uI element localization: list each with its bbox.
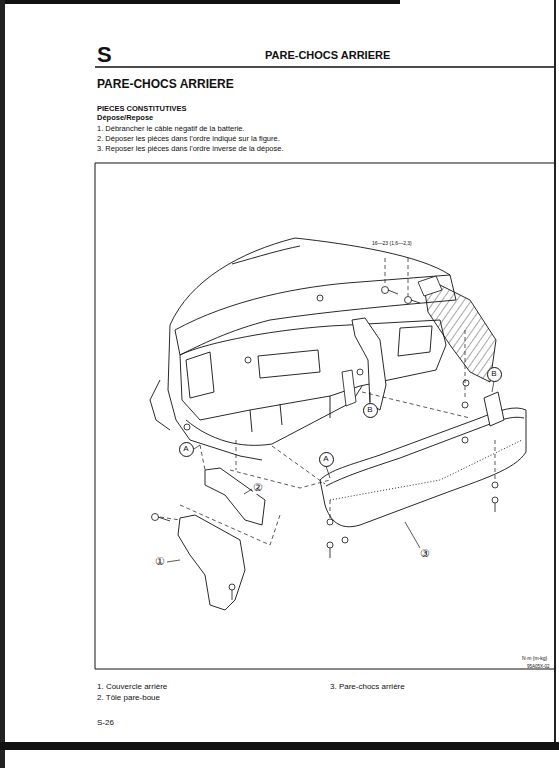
instruction-step: 3. Reposer les pièces dans l'ordre inver… — [97, 145, 284, 154]
leader-line — [167, 381, 494, 562]
reference-letter: B — [491, 370, 496, 378]
page-title: PARE-CHOCS ARRIERE — [97, 78, 234, 92]
splash-shield — [205, 468, 265, 525]
reference-circle: A — [319, 452, 334, 467]
figure-code: 95A05X-02 — [527, 664, 550, 669]
fastener — [152, 287, 499, 601]
car-body — [150, 238, 456, 460]
header-rule — [95, 66, 554, 68]
page-number: S-26 — [97, 718, 114, 727]
sub-heading: Dépose/Repose — [97, 114, 153, 123]
reference-letter: A — [323, 455, 328, 463]
rear-bumper — [320, 392, 526, 527]
clip — [418, 276, 442, 296]
part-name: 3. Pare-chocs arrière — [330, 682, 405, 691]
torque-spec: 16—23 {1,6—2,3} — [372, 241, 412, 247]
scan-edge — [0, 0, 5, 768]
part-name: 1. Couvercle arrière — [97, 682, 167, 691]
reference-circle: B — [363, 403, 378, 418]
callout-number: ② — [253, 481, 263, 494]
assembly-line — [160, 258, 495, 545]
reference-circle: A — [179, 442, 194, 457]
scan-edge — [0, 742, 559, 750]
instruction-step: 2. Déposer les pièces dans l'ordre indiq… — [97, 135, 280, 144]
section-letter: S — [97, 42, 112, 67]
callout-number: ③ — [420, 547, 430, 560]
callout-number: ① — [155, 555, 165, 568]
bumper-stay — [352, 318, 386, 410]
scan-edge — [554, 0, 556, 742]
bumper-stay — [342, 370, 356, 406]
reference-letter: B — [367, 406, 372, 414]
part-name: 2. Tôle pare-boue — [97, 693, 160, 702]
reference-circle: B — [487, 367, 502, 382]
rear-cover — [178, 515, 245, 610]
instruction-step: 1. Débrancher le câble négatif de la bat… — [97, 125, 245, 134]
figure-frame — [95, 163, 555, 669]
scan-edge — [0, 0, 400, 4]
unit-note: N·m {m-kg} — [522, 656, 547, 662]
side-guard — [425, 285, 496, 382]
section-heading: PIECES CONSTITUTIVES — [97, 105, 187, 114]
reference-letter: A — [183, 445, 188, 453]
running-header: PARE-CHOCS ARRIERE — [265, 49, 390, 62]
